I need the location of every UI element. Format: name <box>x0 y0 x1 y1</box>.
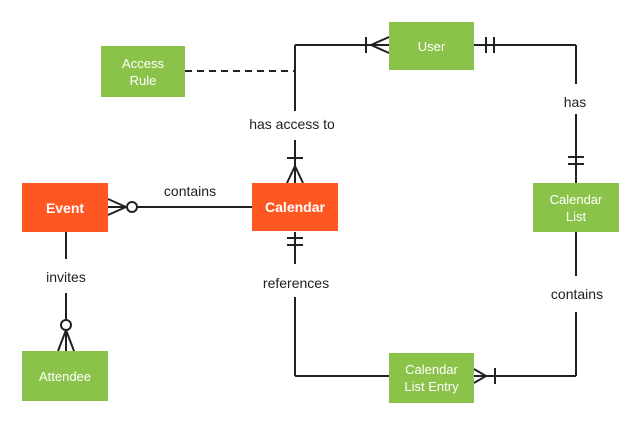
crow-foot-icon <box>107 198 127 216</box>
edge-event-invites-attendee <box>57 232 75 352</box>
entity-label: User <box>417 38 446 54</box>
crow-foot-icon <box>57 329 75 352</box>
crow-foot-icon <box>370 36 390 54</box>
entity-label: Attendee <box>38 368 92 384</box>
entity-access-rule: Access Rule <box>101 46 185 97</box>
entity-event: Event <box>22 183 108 232</box>
zero-cardinality-ring-icon <box>60 319 72 331</box>
relationship-label-contains-list-entry: contains <box>548 286 606 302</box>
relationship-label-references: references <box>260 275 332 291</box>
zero-cardinality-ring-icon <box>126 201 138 213</box>
entity-calendar-list: Calendar List <box>533 183 619 232</box>
edge-event-contains-calendar <box>107 198 252 216</box>
crow-foot-icon <box>473 368 487 384</box>
entity-attendee: Attendee <box>22 351 108 401</box>
edge-calendar-has-access-to-user <box>286 36 390 184</box>
relationship-label-contains-event-calendar: contains <box>161 183 219 199</box>
entity-user: User <box>389 22 474 70</box>
edge-calendar-references-entry <box>287 232 389 377</box>
entity-calendar-list-entry: Calendar List Entry <box>389 353 474 403</box>
entity-label: Event <box>45 199 85 216</box>
entity-label: Calendar <box>265 199 325 215</box>
relationship-label-has: has <box>561 94 589 110</box>
relationship-label-invites: invites <box>44 269 88 285</box>
relationship-label-has-access-to: has access to <box>247 116 337 132</box>
edge-calendar-list-contains-entry <box>473 232 577 384</box>
entity-label: Calendar List Entry <box>404 362 459 394</box>
crow-foot-icon <box>286 165 304 184</box>
edge-user-has-calendar-list <box>474 37 584 183</box>
entity-calendar: Calendar <box>252 183 338 231</box>
entity-label: Calendar List <box>549 191 603 224</box>
entity-label: Access Rule <box>122 55 164 88</box>
